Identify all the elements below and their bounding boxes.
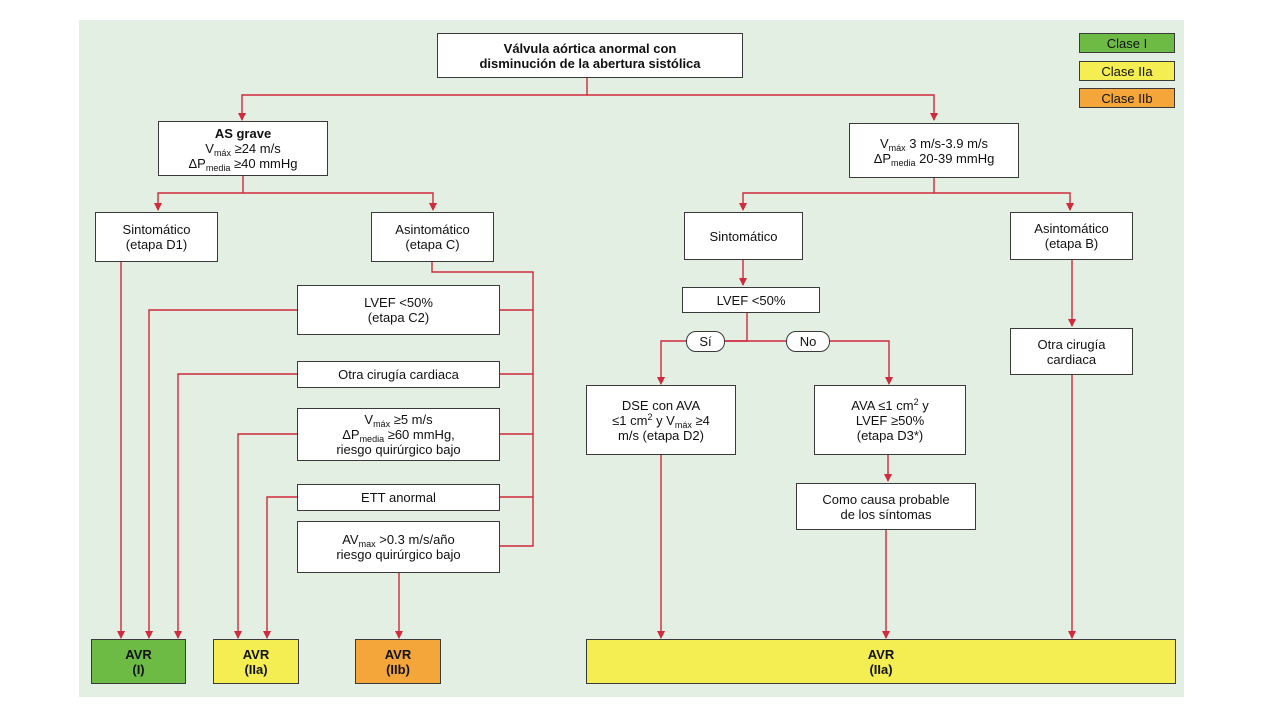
ava-line2: LVEF ≥50% [855, 412, 925, 428]
legend-class-iib: Clase IIb [1079, 88, 1175, 108]
otra-right-line2: cardiaca [1046, 351, 1097, 367]
sint-d1-line1: Sintomático [122, 222, 191, 237]
otra-cirugia-left-node: Otra cirugía cardiaca [297, 361, 500, 388]
avr-iia-class: (IIa) [244, 661, 268, 677]
asint-b-line2: (etapa B) [1044, 236, 1099, 251]
moderate-node: Vmáx 3 m/s-3.9 m/s ΔPmedia 20-39 mmHg [849, 123, 1019, 178]
asint-c-line2: (etapa C) [405, 237, 460, 252]
as-grave-node: AS grave Vmáx ≥24 m/s ΔPmedia ≥40 mmHg [158, 121, 328, 176]
dse-line3: m/s (etapa D2) [618, 427, 704, 443]
root-line1: Válvula aórtica anormal con [503, 40, 677, 56]
avmax-node: AVmax >0.3 m/s/año riesgo quirúrgico baj… [297, 521, 500, 573]
asintomatico-b-node: Asintomático (etapa B) [1010, 212, 1133, 260]
avr-iia-label: AVR [242, 646, 270, 662]
vmax5-line2: ΔPmedia ≥60 mmHg, [342, 427, 455, 444]
avr-i-class: (I) [132, 661, 145, 677]
asintomatico-c-node: Asintomático (etapa C) [371, 212, 494, 262]
sintomatico-right-node: Sintomático [684, 212, 803, 260]
si-label: Sí [686, 331, 725, 352]
no-label: No [786, 331, 830, 352]
avr-i-label: AVR [125, 646, 152, 662]
ava-line1: AVA ≤1 cm2 y [851, 396, 929, 413]
vmax5-line3: riesgo quirúrgico bajo [336, 442, 461, 457]
legend-class-iia: Clase IIa [1079, 61, 1175, 81]
as-grave-vmax: Vmáx ≥24 m/s [205, 141, 281, 158]
avr-iib-class: (IIb) [386, 661, 410, 677]
avr-class-iia-right: AVR (IIa) [586, 639, 1176, 684]
avmax-line1: AVmax >0.3 m/s/año [342, 532, 455, 549]
otra-right-line1: Otra cirugía [1037, 336, 1106, 352]
avr-class-iia: AVR (IIa) [213, 639, 299, 684]
legend-class-i: Clase I [1079, 33, 1175, 53]
causa-line1: Como causa probable [822, 491, 950, 507]
asint-b-line1: Asintomático [1034, 221, 1109, 236]
lvef-right-node: LVEF <50% [682, 287, 820, 313]
avr-class-i: AVR (I) [91, 639, 186, 684]
avr-iia-right-class: (IIa) [869, 661, 893, 677]
root-line2: disminución de la abertura sistólica [479, 55, 701, 71]
avr-class-iib: AVR (IIb) [355, 639, 441, 684]
moderate-dp: ΔPmedia 20-39 mmHg [873, 150, 995, 168]
root-node: Válvula aórtica anormal con disminución … [437, 33, 743, 78]
causa-line2: de los síntomas [840, 506, 932, 522]
dse-node: DSE con AVA ≤1 cm2 y Vmáx ≥4 m/s (etapa … [586, 385, 736, 455]
vmax5-node: Vmáx ≥5 m/s ΔPmedia ≥60 mmHg, riesgo qui… [297, 408, 500, 461]
lvef-c2-line1: LVEF <50% [364, 295, 433, 310]
ava-line3: (etapa D3*) [856, 427, 924, 443]
lvef-c2-line2: (etapa C2) [367, 310, 430, 325]
otra-cirugia-right-node: Otra cirugía cardiaca [1010, 328, 1133, 375]
ett-anormal-node: ETT anormal [297, 484, 500, 511]
dse-line1: DSE con AVA [621, 397, 701, 413]
sintomatico-d1-node: Sintomático (etapa D1) [95, 212, 218, 262]
lvef-c2-node: LVEF <50% (etapa C2) [297, 285, 500, 335]
dse-line2: ≤1 cm2 y Vmáx ≥4 [612, 411, 710, 430]
moderate-vmax: Vmáx 3 m/s-3.9 m/s [879, 135, 989, 153]
ava-node: AVA ≤1 cm2 y LVEF ≥50% (etapa D3*) [814, 385, 966, 455]
avmax-line2: riesgo quirúrgico bajo [336, 547, 461, 562]
avr-iia-right-label: AVR [867, 646, 895, 662]
as-grave-title: AS grave [214, 126, 272, 141]
vmax5-line1: Vmáx ≥5 m/s [364, 412, 433, 429]
asint-c-line1: Asintomático [395, 222, 470, 237]
causa-node: Como causa probable de los síntomas [796, 483, 976, 530]
avr-iib-label: AVR [384, 646, 412, 662]
as-grave-dp: ΔPmedia ≥40 mmHg [188, 156, 298, 173]
sint-d1-line2: (etapa D1) [125, 237, 188, 252]
